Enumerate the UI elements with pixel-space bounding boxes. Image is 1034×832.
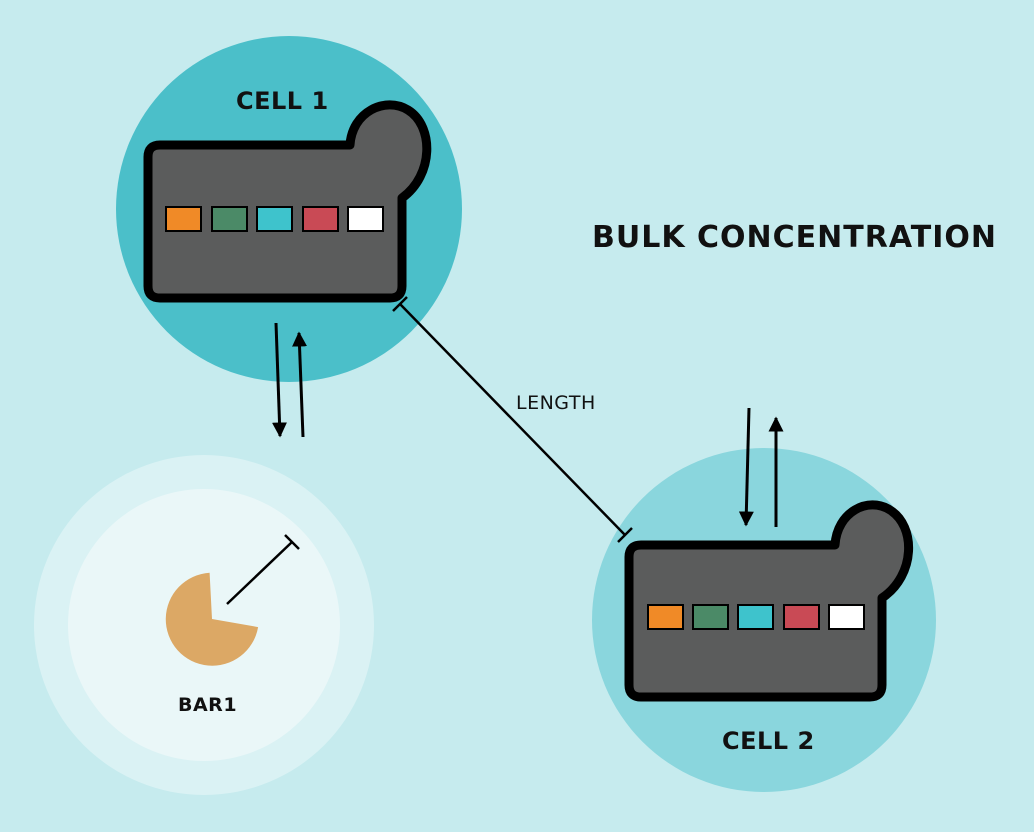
cell-2-reporter-cyan (737, 604, 774, 630)
cell-1-arrow-down (272, 322, 288, 438)
cell-1-body (143, 100, 432, 303)
length-connector-cap-end (617, 527, 633, 543)
cell-2-reporter-orange (647, 604, 684, 630)
cell-1-label: CELL 1 (236, 87, 329, 115)
bulk-concentration-label: BULK CONCENTRATION (592, 220, 997, 255)
cell-1-arrow-up (292, 331, 308, 438)
cell-2-reporter-white (828, 604, 865, 630)
bar1-label: BAR1 (178, 694, 238, 716)
length-connector-cap-start (392, 296, 408, 312)
bar1-range-line (226, 534, 300, 605)
cell-2-body (624, 500, 914, 702)
length-label: LENGTH (516, 392, 596, 414)
cell-1-reporter-orange (165, 206, 202, 232)
cell-2-reporter-red (783, 604, 820, 630)
length-connector (392, 296, 633, 543)
cell-1-reporter-cyan (256, 206, 293, 232)
cell-1-reporter-white (347, 206, 384, 232)
cell-1-reporter-red (302, 206, 339, 232)
cell-1-reporter-green (211, 206, 248, 232)
cell-2-label: CELL 2 (722, 727, 815, 755)
cell-2-arrow-down (738, 407, 754, 527)
bar1-shape (165, 572, 259, 666)
cell-2-reporter-green (692, 604, 729, 630)
